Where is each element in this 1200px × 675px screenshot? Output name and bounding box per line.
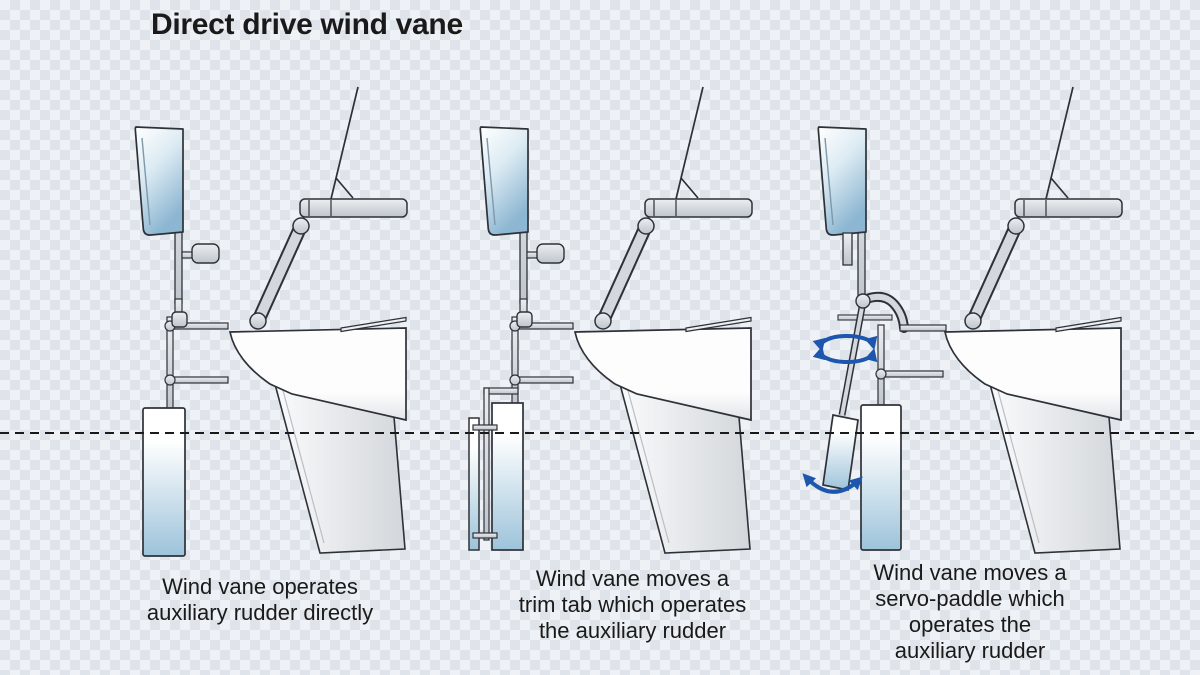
vane-counterweight xyxy=(526,243,565,264)
swing-arrow-icon xyxy=(802,473,863,494)
diagram-title: Direct drive wind vane xyxy=(151,8,463,41)
boat-stern xyxy=(575,87,752,553)
trim-tab xyxy=(468,417,480,551)
boat-stern xyxy=(945,87,1122,553)
panel-direct-drive xyxy=(134,87,407,557)
auxiliary-rudder xyxy=(142,407,186,557)
rotation-arrow-icon xyxy=(812,333,878,365)
panel-caption-trim-tab: Wind vane moves a trim tab which operate… xyxy=(518,566,747,643)
panel-caption-direct-drive: Wind vane operates auxiliary rudder dire… xyxy=(146,574,374,625)
wind-vane xyxy=(817,126,867,304)
wind-vane xyxy=(134,126,184,304)
auxiliary-rudder xyxy=(860,404,902,551)
vane-counterweight xyxy=(842,232,853,266)
panel-trim-tab xyxy=(468,87,752,553)
vane-counterweight xyxy=(181,243,220,264)
servo-paddle xyxy=(822,413,859,492)
panel-servo-paddle xyxy=(802,87,1122,553)
transom-mounting-bracket xyxy=(164,298,229,411)
transom-mounting-bracket xyxy=(509,298,574,411)
panel-caption-servo-paddle: Wind vane moves a servo-paddle which ope… xyxy=(873,560,1067,663)
servo-linkage xyxy=(837,291,947,416)
wind-vane xyxy=(479,126,529,304)
trim-tab-control-rod xyxy=(472,387,519,541)
boat-stern xyxy=(230,87,407,553)
